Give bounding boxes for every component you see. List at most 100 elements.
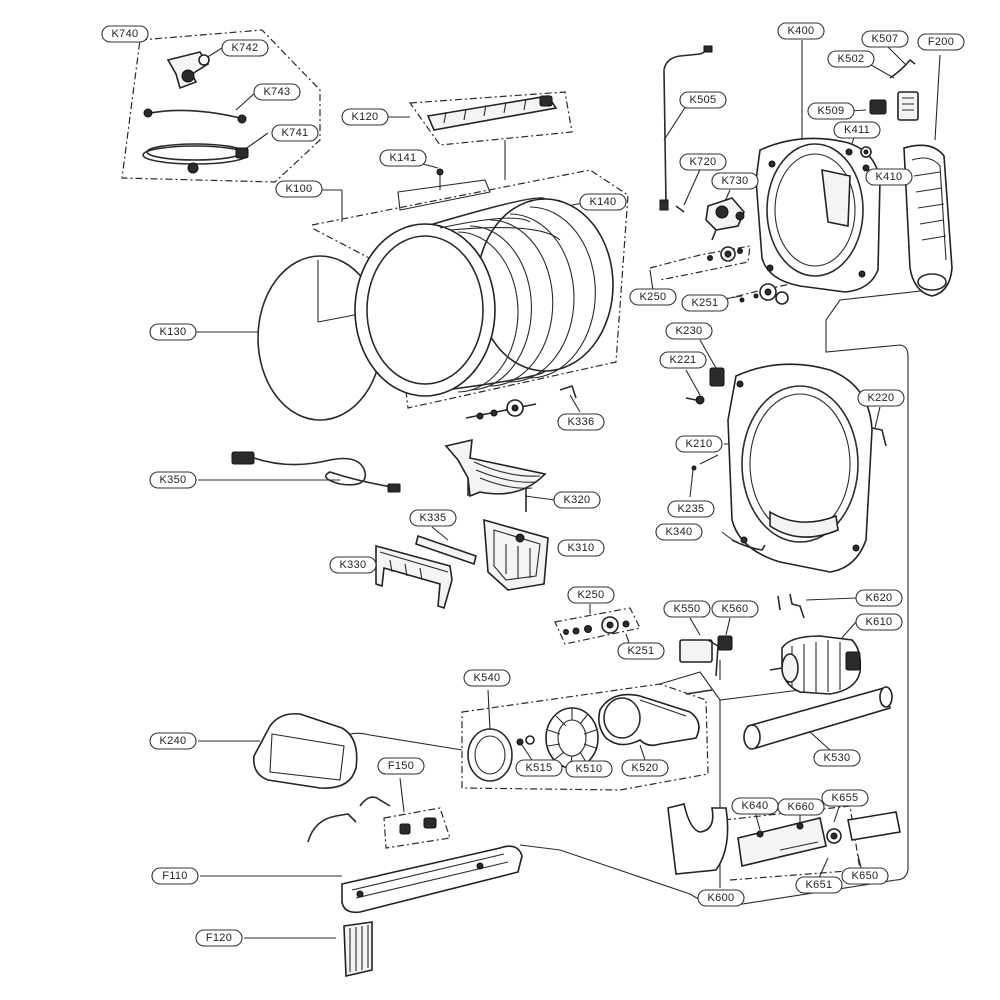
callout-k250-mid: K250 [567,586,615,604]
callout-k251-top: K251 [681,294,729,312]
svg-text:K740: K740 [112,28,139,40]
drum-part [354,197,614,397]
svg-text:K560: K560 [722,603,749,615]
svg-text:K100: K100 [286,183,313,195]
svg-text:K720: K720 [690,156,717,168]
callout-k600: K600 [697,889,745,907]
heater-wires-parts [307,796,437,843]
callout-k507: K507 [861,30,909,48]
svg-text:K743: K743 [264,86,291,98]
svg-text:K410: K410 [876,171,903,183]
idler-bearing-parts [563,616,630,635]
heater-element-part [343,921,373,977]
screw-part [436,168,444,190]
svg-text:K741: K741 [282,127,309,139]
roller-axle-part [465,384,577,420]
callout-k235: K235 [667,500,715,518]
callout-k610: K610 [855,613,903,631]
callout-k400: K400 [777,22,825,40]
svg-text:K335: K335 [420,512,447,524]
svg-text:K310: K310 [568,542,595,554]
idler-pulley-parts [679,635,733,677]
svg-text:K141: K141 [390,152,417,164]
callout-k515: K515 [515,759,563,777]
callout-k743: K743 [253,83,301,101]
svg-text:K120: K120 [352,111,379,123]
front-bulkhead-part [727,363,873,573]
callout-k655: K655 [821,789,869,807]
callout-k505: K505 [679,91,727,109]
callout-k130: K130 [149,323,197,341]
top-strip-part [426,95,558,131]
wire-harness-part [659,45,713,211]
callout-k620: K620 [855,589,903,607]
svg-text:F150: F150 [388,760,414,772]
svg-text:K540: K540 [474,672,501,684]
svg-text:K640: K640 [742,800,769,812]
svg-text:K509: K509 [818,105,845,117]
sensor-parts [845,146,872,158]
short-hose-part [143,108,247,124]
coiled-hose-part [142,143,249,174]
lint-duct-part [444,438,547,512]
callout-k335: K335 [409,509,457,527]
svg-text:K240: K240 [160,735,187,747]
callout-k540: K540 [463,669,511,687]
callout-k520: K520 [621,759,669,777]
svg-text:K502: K502 [838,53,865,65]
callout-k340: K340 [655,523,703,541]
svg-text:K620: K620 [866,592,893,604]
svg-text:K251: K251 [692,297,719,309]
callout-k730: K730 [711,172,759,190]
heater-housing-part [341,845,523,914]
svg-text:K550: K550 [674,603,701,615]
callout-f120: F120 [195,929,243,947]
callout-k742: K742 [221,39,269,57]
svg-text:K400: K400 [788,25,815,37]
svg-text:K600: K600 [708,892,735,904]
svg-text:K230: K230 [676,325,703,337]
svg-text:K336: K336 [568,416,595,428]
connector-parts [869,58,919,121]
exhaust-duct-part [743,686,893,750]
rear-bearing-parts [707,246,789,305]
callout-f150: F150 [377,757,425,775]
callout-k251-mid: K251 [617,642,665,660]
callout-k250-top: K250 [629,288,677,306]
callout-k720: K720 [679,153,727,171]
callout-k560: K560 [711,600,759,618]
svg-text:K505: K505 [690,94,717,106]
callout-k230: K230 [665,322,713,340]
svg-text:K221: K221 [670,354,697,366]
svg-text:F110: F110 [162,870,187,882]
callout-k502: K502 [827,50,875,68]
callout-k221: K221 [659,351,707,369]
callout-k510: K510 [565,760,613,778]
svg-text:K530: K530 [824,752,851,764]
lint-filter-part [252,712,358,789]
callout-k550: K550 [663,600,711,618]
svg-text:K250: K250 [640,291,667,303]
svg-text:K651: K651 [806,879,833,891]
callout-k336: K336 [557,413,605,431]
svg-text:K655: K655 [832,792,859,804]
callout-k141: K141 [379,149,427,167]
svg-text:K742: K742 [232,42,259,54]
svg-text:K507: K507 [872,33,899,45]
callout-k320: K320 [553,491,601,509]
callout-k740: K740 [101,25,149,43]
svg-text:K610: K610 [866,616,893,628]
svg-text:K251: K251 [628,645,655,657]
power-cord-part [231,451,401,493]
callout-k651: K651 [795,876,843,894]
callout-k741: K741 [271,124,319,142]
motor-mount-parts [667,803,901,875]
svg-text:K250: K250 [578,589,605,601]
callout-labels: K740 K742 K743 K741 K120 K141 K100 K140 … [101,22,965,947]
svg-text:K140: K140 [590,196,617,208]
svg-text:K210: K210 [686,438,713,450]
callout-k410: K410 [865,168,913,186]
callout-k100: K100 [275,180,323,198]
front-bracket-part [375,544,453,610]
